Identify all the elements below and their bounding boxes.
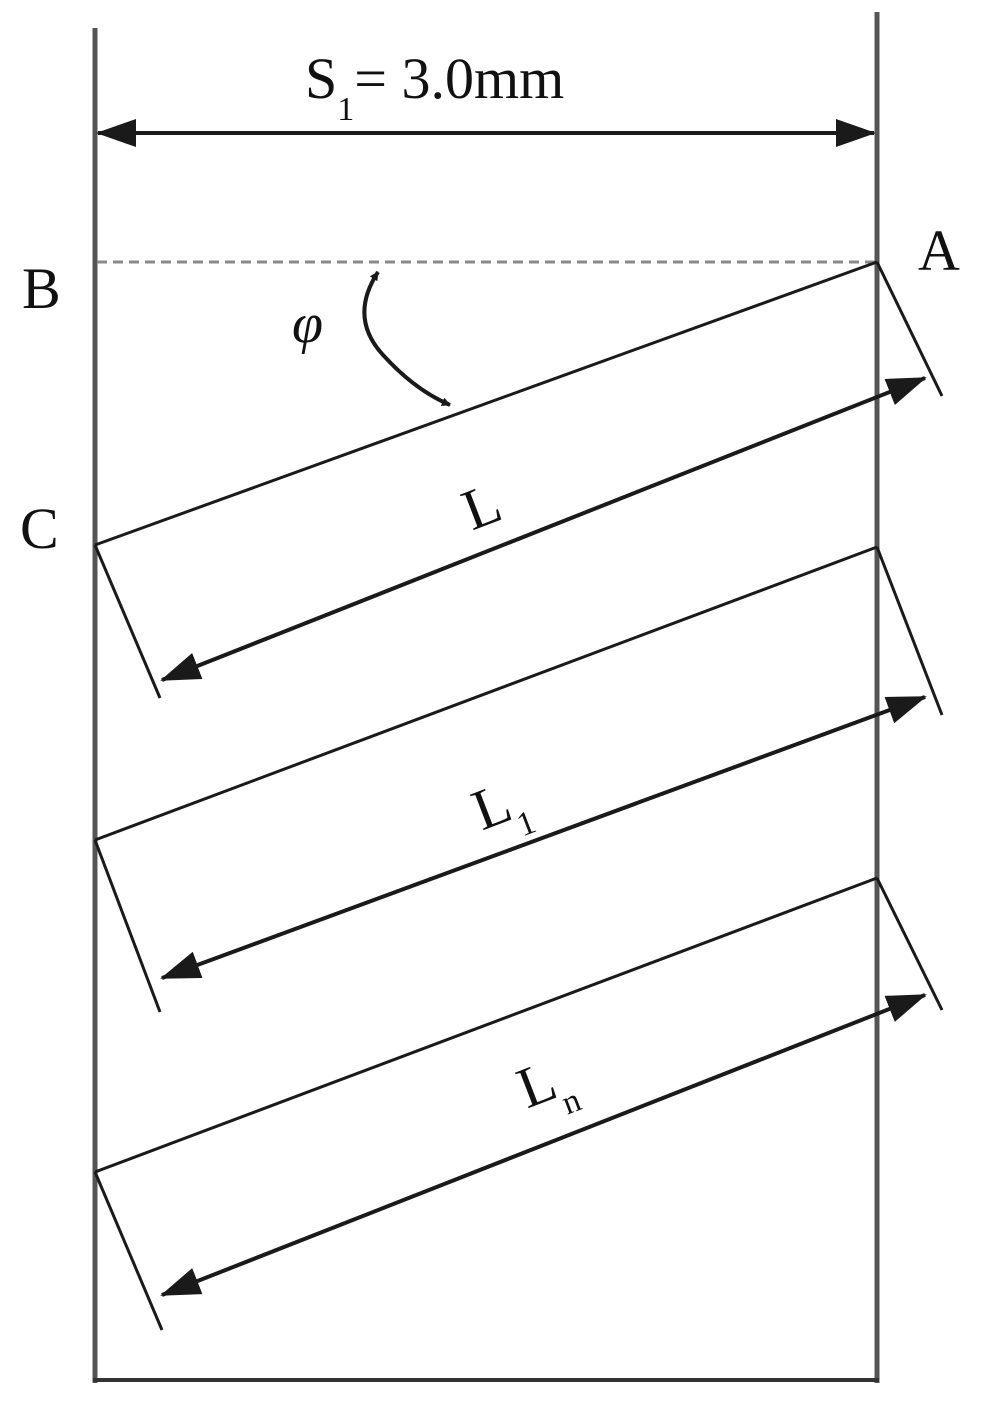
groove-ln-label: Ln — [508, 1041, 586, 1134]
groove-l-left-extension — [93, 544, 162, 699]
groove-ln-edge — [94, 876, 878, 1174]
groove-l-label: L — [453, 470, 509, 543]
width-subscript: 1 — [337, 91, 354, 128]
groove-l1-right-extension — [875, 546, 944, 716]
groove-l1-symbol: L — [463, 770, 519, 843]
width-value: = 3.0mm — [354, 46, 564, 111]
groove-l1-dimension-arrow — [160, 695, 927, 980]
groove-l1: L1 — [93, 545, 944, 1013]
groove-ln-right-extension — [875, 877, 944, 1011]
point-c-label: C — [20, 496, 59, 561]
groove-ln-dimension-arrow — [160, 993, 927, 1297]
groove-l-right-extension — [875, 261, 944, 397]
svg-text:S1= 3.0mm: S1= 3.0mm — [305, 46, 564, 128]
width-symbol: S — [305, 46, 337, 111]
groove-ln-symbol: L — [508, 1048, 564, 1121]
point-a-label: A — [918, 218, 960, 283]
groove-ln: Ln — [93, 876, 944, 1331]
groove-l: L — [93, 260, 944, 699]
groove-l1-left-extension — [93, 839, 162, 1013]
angle-arc-arrow — [362, 270, 451, 407]
groove-l-dimension-arrow — [160, 376, 927, 682]
point-b-label: B — [22, 256, 61, 321]
angle-label: φ — [292, 293, 323, 355]
groove-ln-left-extension — [93, 1171, 164, 1331]
width-label: S1= 3.0mm — [305, 46, 564, 128]
groove-l-symbol: L — [453, 470, 509, 543]
